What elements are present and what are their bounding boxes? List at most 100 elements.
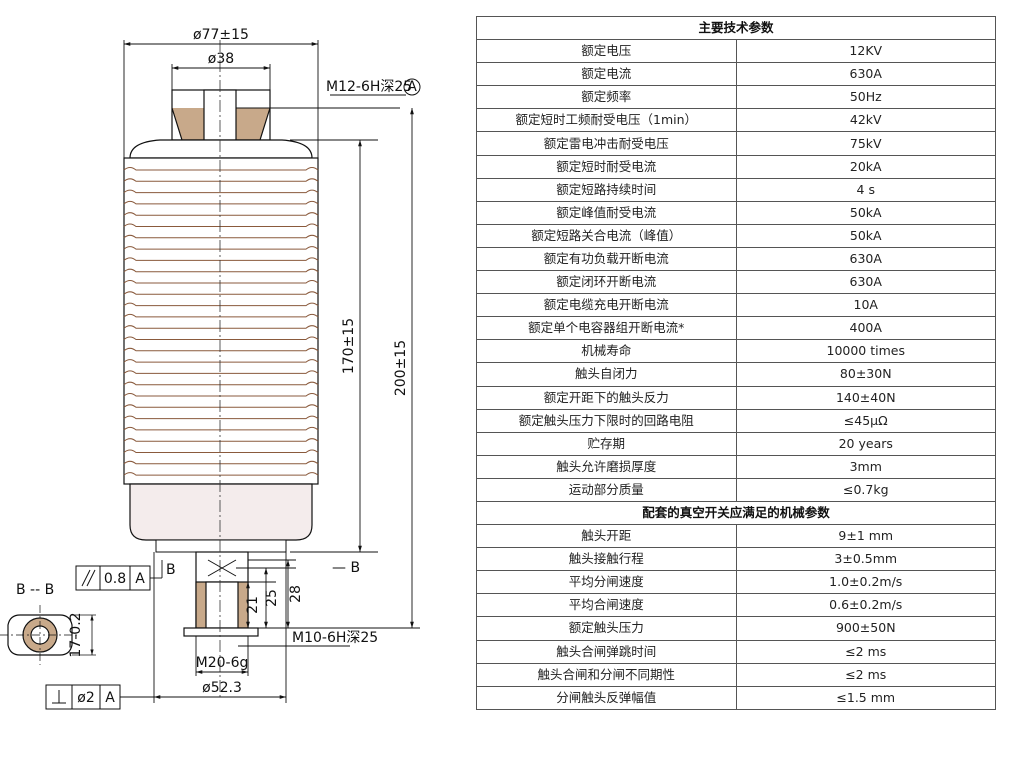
param-name: 额定雷电冲击耐受电压	[476, 131, 737, 156]
param-name: 平均分闸速度	[476, 570, 737, 595]
param-value: ≤45μΩ	[735, 408, 996, 433]
param-name: 额定有功负载开断电流	[476, 246, 737, 272]
dim-25: 25	[264, 589, 280, 607]
param-value: 9±1 mm	[735, 524, 996, 549]
param-name: 额定短时耐受电流	[476, 154, 737, 179]
svg-text:A: A	[407, 79, 417, 95]
param-value: 630A	[735, 246, 996, 272]
section-mark-left: B	[166, 562, 176, 578]
dim-bottom-diameter: ø52.3	[202, 680, 242, 696]
param-value: 0.6±0.2m/s	[735, 593, 996, 618]
table-row: 分闸触头反弹幅值≤1.5 mm	[476, 685, 996, 710]
moving-stem	[183, 551, 259, 637]
perpendicular-tolerance-frame	[45, 684, 121, 710]
param-name: 额定短时工频耐受电压（1min）	[476, 108, 737, 133]
param-value: 10000 times	[735, 339, 996, 364]
param-name: 机械寿命	[476, 339, 737, 364]
param-name: 额定电流	[476, 62, 737, 87]
table-row: 触头合闸弹跳时间≤2 ms	[476, 639, 996, 664]
param-name: 触头自闭力	[476, 362, 737, 387]
param-value: ≤2 ms	[735, 662, 996, 687]
dim-top-thread: M12-6H深25	[326, 79, 412, 95]
param-value: 4 s	[735, 177, 996, 202]
section-title: B -- B	[16, 582, 54, 598]
parallel-tolerance-datum: A	[135, 571, 145, 587]
param-value: 900±50N	[735, 616, 996, 641]
param-name: 分闸触头反弹幅值	[476, 685, 737, 710]
param-value: 20 years	[735, 431, 996, 456]
body-rib	[123, 381, 319, 386]
param-value: 630A	[735, 270, 996, 295]
param-name: 触头开距	[476, 524, 737, 549]
mech-params-header-label: 配套的真空开关应满足的机械参数	[476, 500, 996, 526]
table-row: 额定短路关合电流（峰值）50kA	[476, 223, 996, 248]
perpendicular-tolerance-value: ø2	[77, 690, 94, 706]
parallel-tolerance-frame	[75, 565, 151, 591]
param-value: ≤2 ms	[735, 639, 996, 664]
top-cap	[129, 89, 313, 159]
body-rib	[123, 336, 319, 340]
body-rib	[123, 393, 319, 397]
param-value: 75kV	[735, 131, 996, 156]
dim-length-200: 200±15	[393, 340, 409, 396]
param-value: 3±0.5mm	[735, 547, 996, 572]
dim-28: 28	[288, 585, 304, 603]
body-rib	[123, 415, 319, 420]
param-name: 额定电缆充电开断电流	[476, 293, 737, 318]
param-name: 额定闭环开断电流	[476, 270, 737, 295]
body-rib	[123, 359, 319, 363]
param-name: 贮存期	[476, 431, 737, 456]
param-name: 额定单个电容器组开断电流*	[476, 316, 737, 341]
param-name: 平均合闸速度	[476, 593, 737, 618]
table-row: 额定单个电容器组开断电流*400A	[476, 316, 996, 341]
body-rib	[123, 325, 319, 329]
section-mark-right: — B	[332, 560, 360, 576]
body-rib	[123, 449, 319, 453]
dim-top-diameter: ø38	[208, 51, 234, 67]
section-b-b-view	[0, 605, 96, 665]
table-row: 触头合闸和分闸不同期性≤2 ms	[476, 662, 996, 687]
body-rib	[123, 438, 319, 442]
param-name: 额定触头压力下限时的回路电阻	[476, 408, 737, 433]
body-rib	[123, 257, 319, 261]
main-params-header-label: 主要技术参数	[476, 15, 996, 41]
param-value: 400A	[735, 316, 996, 341]
param-name: 额定开距下的触头反力	[476, 385, 737, 410]
body-rib	[123, 268, 319, 273]
param-name: 额定短路持续时间	[476, 177, 737, 202]
body-rib	[123, 167, 319, 171]
datum-a-symbol: A	[403, 78, 421, 96]
body-rib	[123, 313, 319, 318]
table-row: 运动部分质量≤0.7kg	[476, 477, 996, 502]
param-value: 12KV	[735, 39, 996, 64]
body-rib	[123, 234, 319, 239]
parallel-tolerance-value: 0.8	[104, 571, 126, 587]
param-value: 630A	[735, 62, 996, 87]
body-rib	[123, 200, 319, 205]
body-rib	[123, 212, 319, 216]
body-rib	[123, 246, 319, 250]
body-ribs	[123, 167, 319, 476]
main-params-header: 主要技术参数	[476, 15, 996, 41]
param-name: 额定频率	[476, 85, 737, 110]
param-name: 触头合闸弹跳时间	[476, 639, 737, 664]
param-value: 3mm	[735, 454, 996, 479]
dim-21: 21	[245, 596, 261, 614]
body-rib	[123, 302, 319, 307]
param-name: 额定短路关合电流（峰值）	[476, 223, 737, 248]
body-rib	[123, 178, 319, 182]
perpendicular-tolerance-datum: A	[105, 690, 115, 706]
